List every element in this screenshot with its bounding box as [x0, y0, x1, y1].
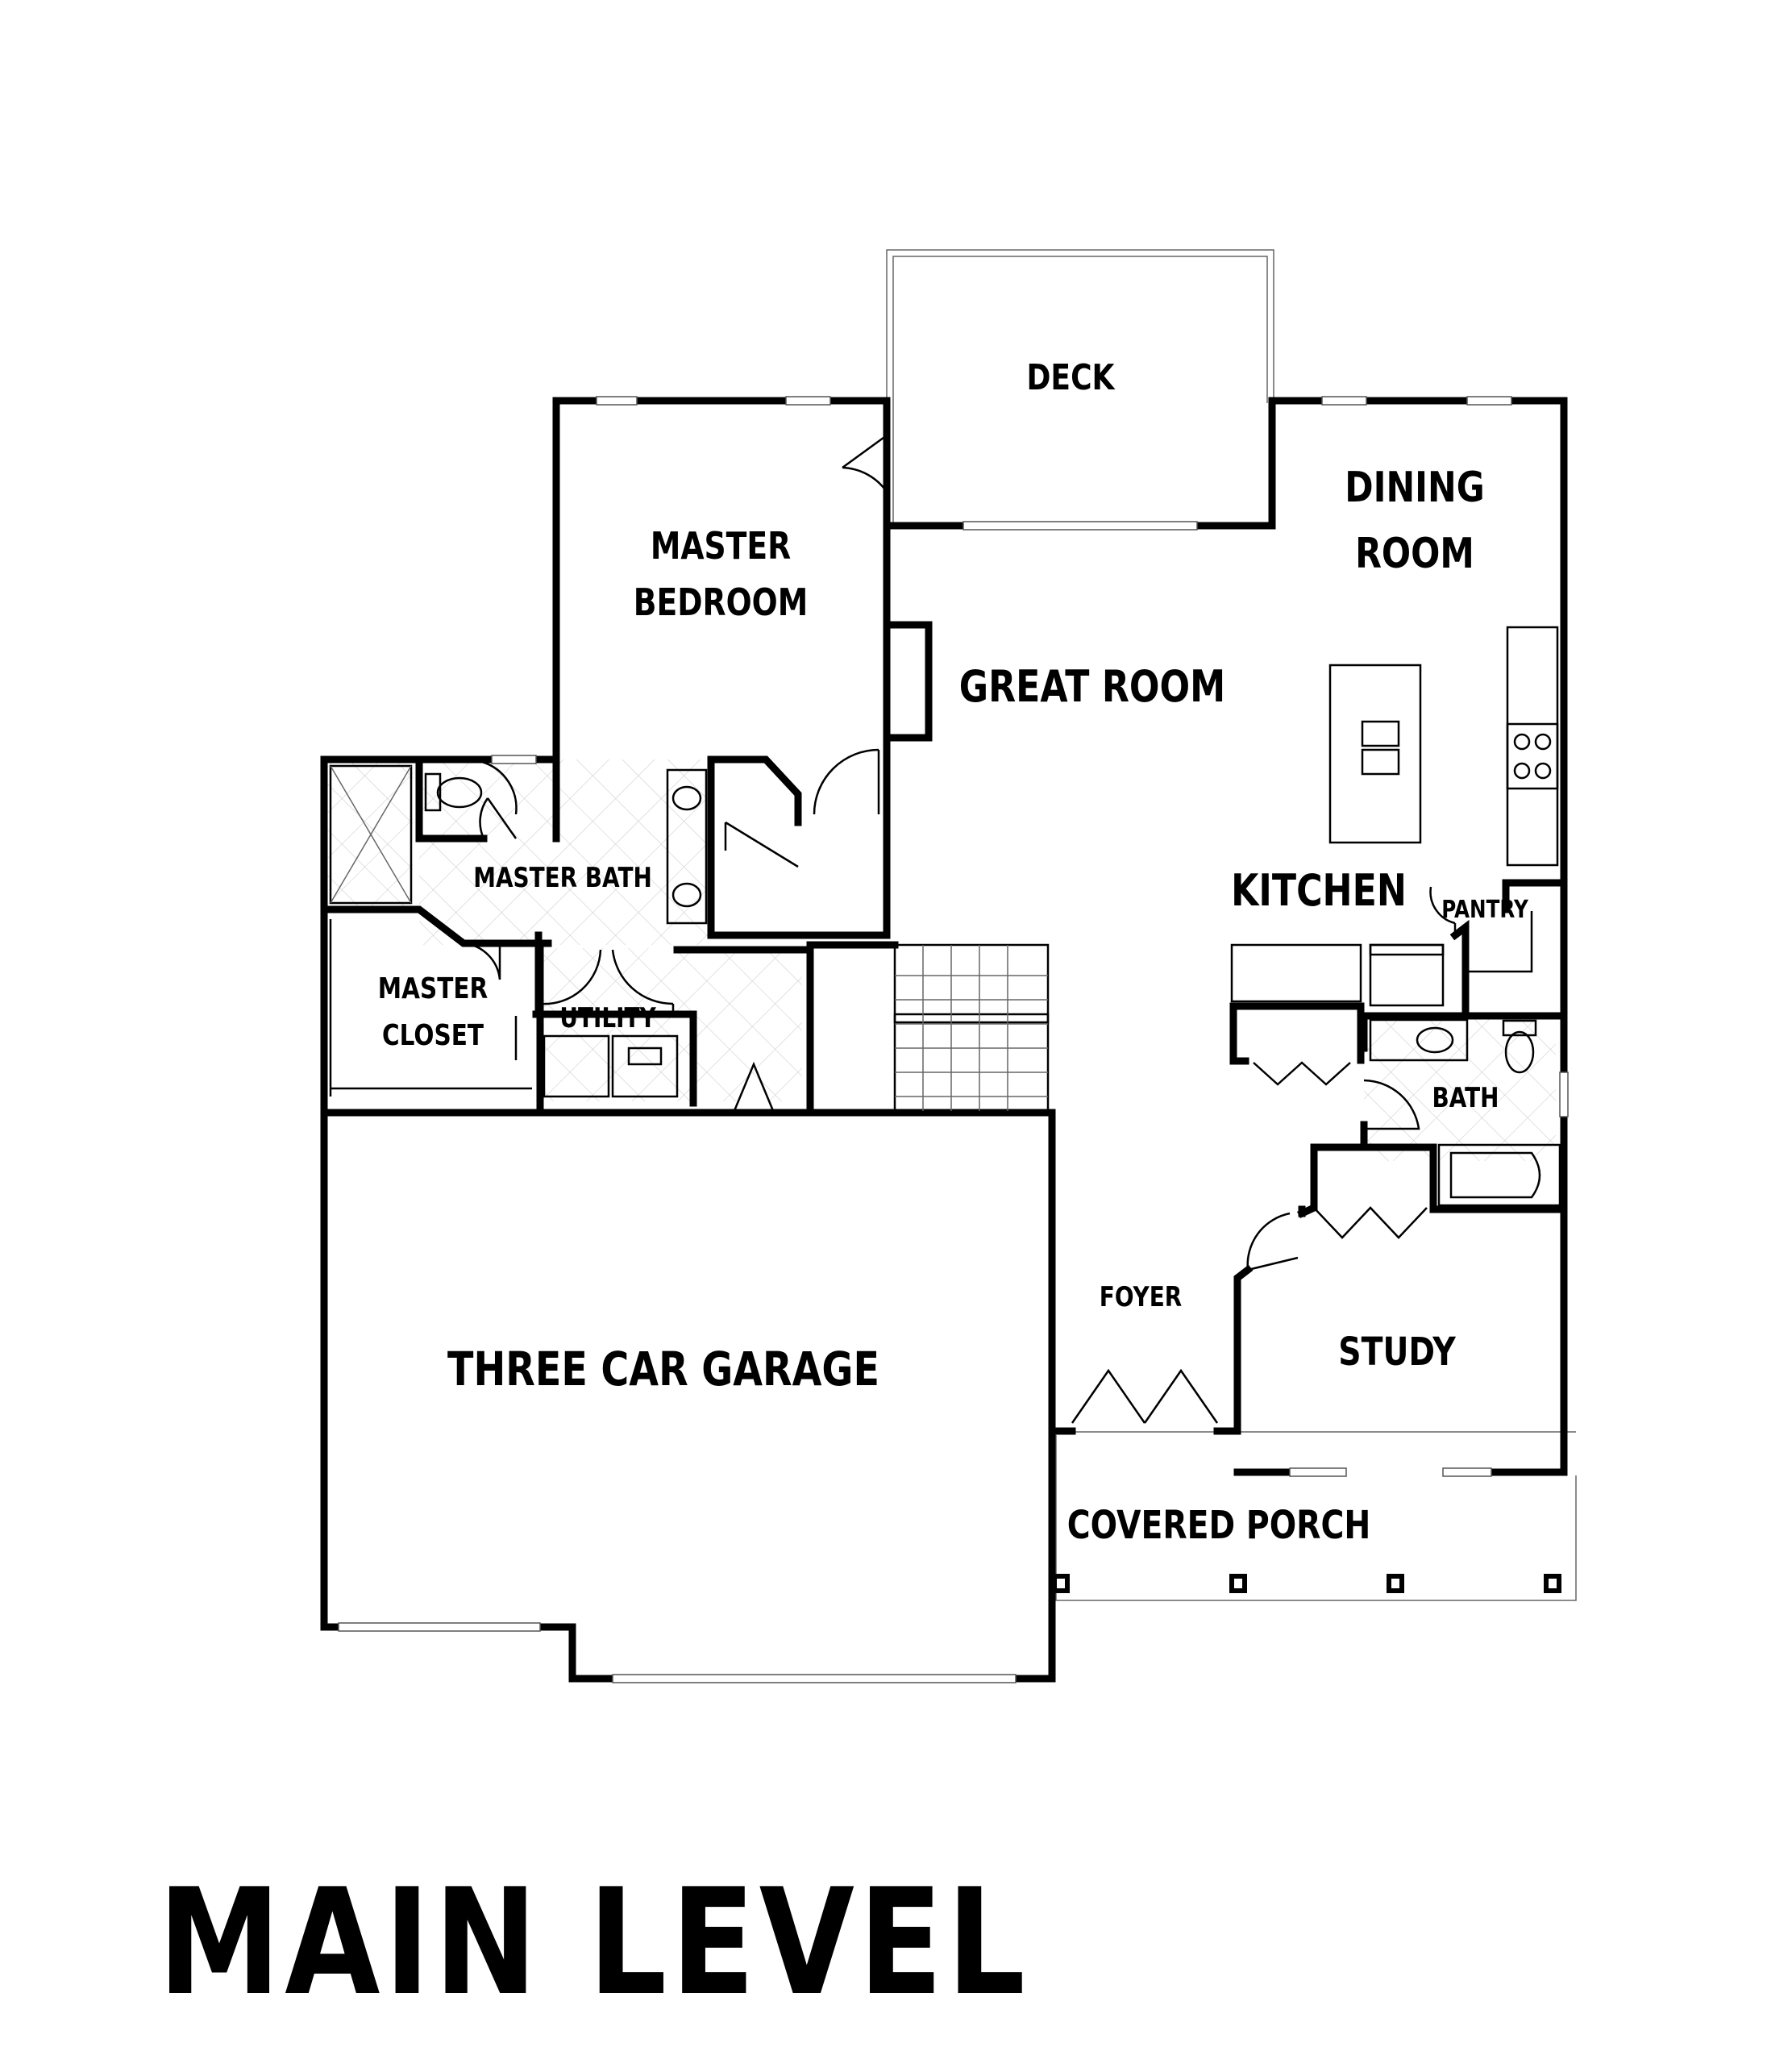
plan-title: MAIN LEVEL — [158, 1857, 1029, 2028]
label-study: STUDY — [1338, 1330, 1457, 1375]
label-master-bedroom-line2: BEDROOM — [634, 580, 808, 624]
label-master-closet-line2: CLOSET — [382, 1017, 484, 1052]
label-garage: THREE CAR GARAGE — [447, 1342, 879, 1396]
label-master-bedroom-line1: MASTER — [651, 524, 791, 568]
doors — [463, 434, 1457, 1424]
room-labels: DECK DINING ROOM MASTER BEDROOM GREAT RO… — [378, 358, 1529, 1548]
windows — [338, 396, 1569, 1683]
label-foyer: FOYER — [1100, 1281, 1182, 1313]
deck-outline — [886, 249, 1274, 526]
tile-floors — [324, 759, 1556, 1161]
label-utility: UTILITY — [559, 1002, 656, 1034]
label-kitchen: KITCHEN — [1231, 865, 1407, 916]
fixtures — [329, 626, 1561, 1207]
label-covered-porch: COVERED PORCH — [1067, 1503, 1370, 1548]
porch-columns — [1052, 1574, 1561, 1593]
porch-outline — [1055, 1431, 1577, 1601]
label-dining-line2: ROOM — [1355, 530, 1474, 578]
label-master-bath: MASTER BATH — [473, 862, 652, 893]
label-bath: BATH — [1432, 1082, 1499, 1113]
label-dining-line1: DINING — [1345, 464, 1484, 512]
label-deck: DECK — [1027, 358, 1116, 398]
label-master-closet-line1: MASTER — [378, 971, 488, 1005]
label-great-room: GREAT ROOM — [959, 661, 1225, 712]
label-pantry: PANTRY — [1441, 897, 1529, 924]
